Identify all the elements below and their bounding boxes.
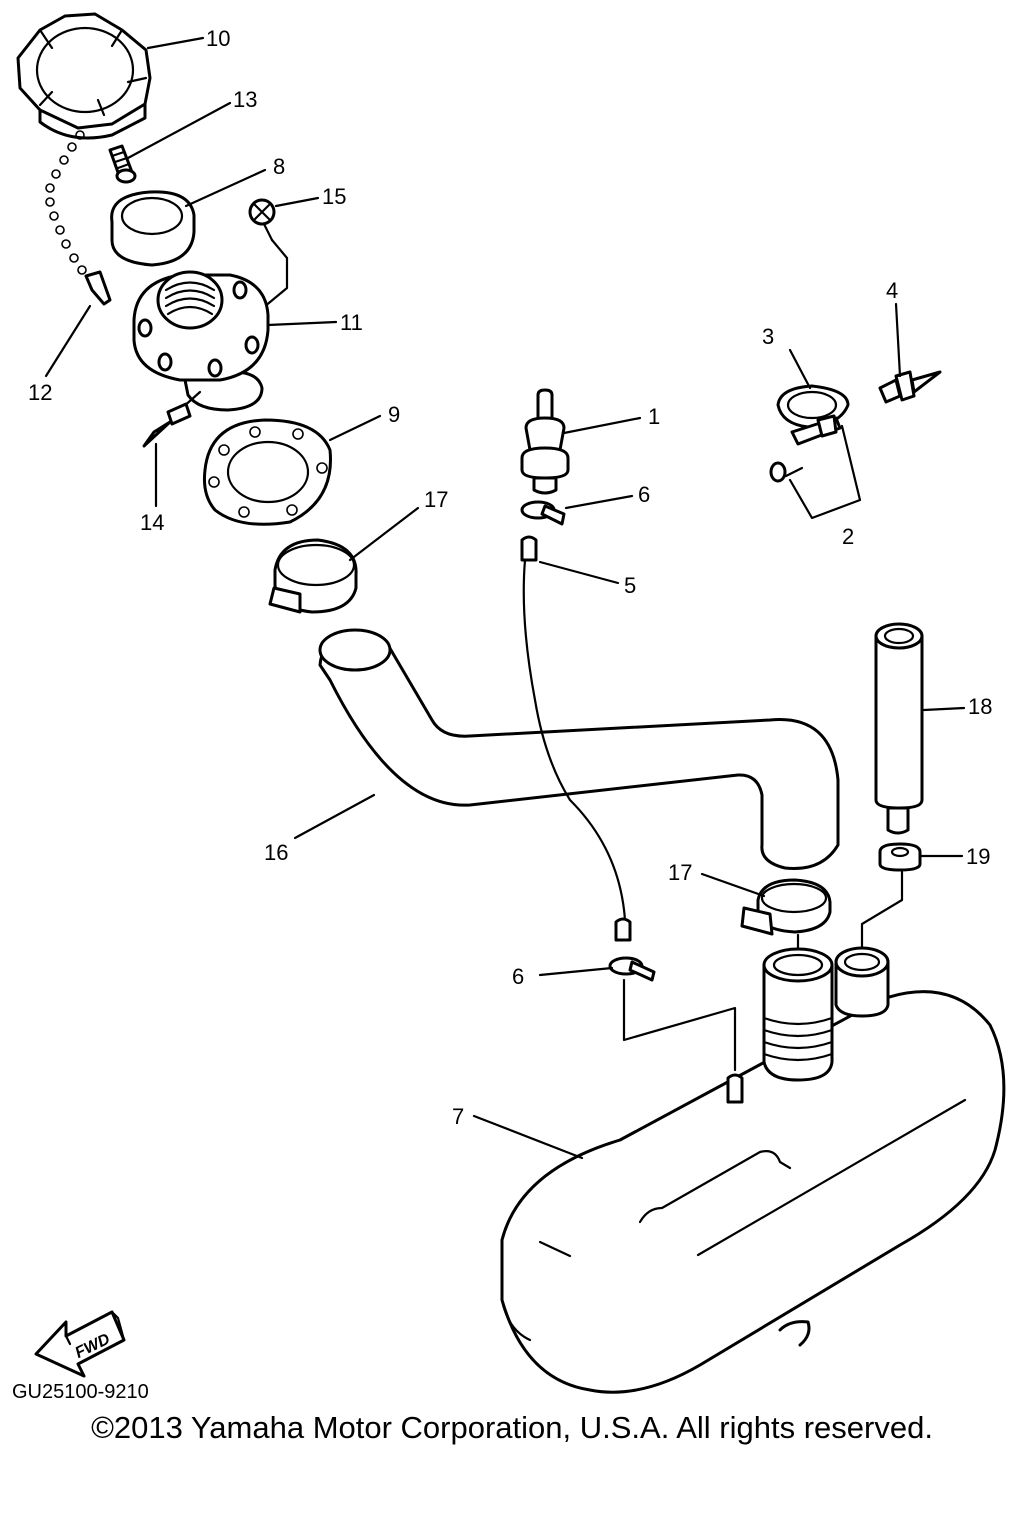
fuel-hose: [318, 628, 840, 871]
callout-13: 13: [233, 87, 257, 112]
callout-17-lower: 17: [668, 860, 692, 885]
screw: [248, 198, 289, 314]
callout-18: 18: [968, 694, 992, 719]
callout-2: 2: [842, 524, 854, 549]
callout-5: 5: [624, 573, 636, 598]
filler-neck: [132, 270, 270, 412]
gasket: [203, 418, 332, 526]
forward-arrow-icon: FWD: [34, 1310, 126, 1378]
callout-4: 4: [886, 278, 898, 303]
callout-11: 11: [340, 310, 363, 335]
rivet-pin: [142, 390, 202, 448]
callout-1: 1: [648, 404, 660, 429]
callout-8: 8: [273, 154, 285, 179]
callout-3: 3: [762, 324, 774, 349]
fuel-cap: [16, 12, 152, 140]
hose-clamp-upper: [268, 538, 358, 614]
hose-clip-lower: [608, 956, 737, 1072]
callout-7: 7: [452, 1104, 464, 1129]
callout-9: 9: [388, 402, 400, 427]
tank-band-assembly: [769, 384, 862, 520]
breather-tube: [874, 622, 924, 835]
callout-6-upper: 6: [638, 482, 650, 507]
vent-valve: [520, 388, 570, 495]
cap-bolt: [108, 144, 137, 184]
band-rivet: [878, 370, 942, 404]
callout-15: 15: [322, 184, 346, 209]
callout-10: 10: [206, 26, 230, 51]
callout-14: 14: [140, 510, 164, 535]
bushing: [860, 842, 922, 954]
copyright-notice: ©2013 Yamaha Motor Corporation, U.S.A. A…: [91, 1410, 933, 1445]
callout-17-upper: 17: [424, 487, 448, 512]
vent-hose: [520, 535, 632, 942]
filler-seal: [110, 190, 196, 267]
cap-chain: [45, 130, 112, 306]
fuel-tank: [500, 946, 1006, 1394]
callout-6-lower: 6: [512, 964, 524, 989]
callout-16: 16: [264, 840, 288, 865]
callout-12: 12: [28, 380, 52, 405]
diagram-code: GU25100-9210: [12, 1381, 149, 1403]
callout-19: 19: [966, 844, 990, 869]
leader-lines: [44, 36, 966, 1160]
hose-clip-upper: [520, 500, 566, 526]
